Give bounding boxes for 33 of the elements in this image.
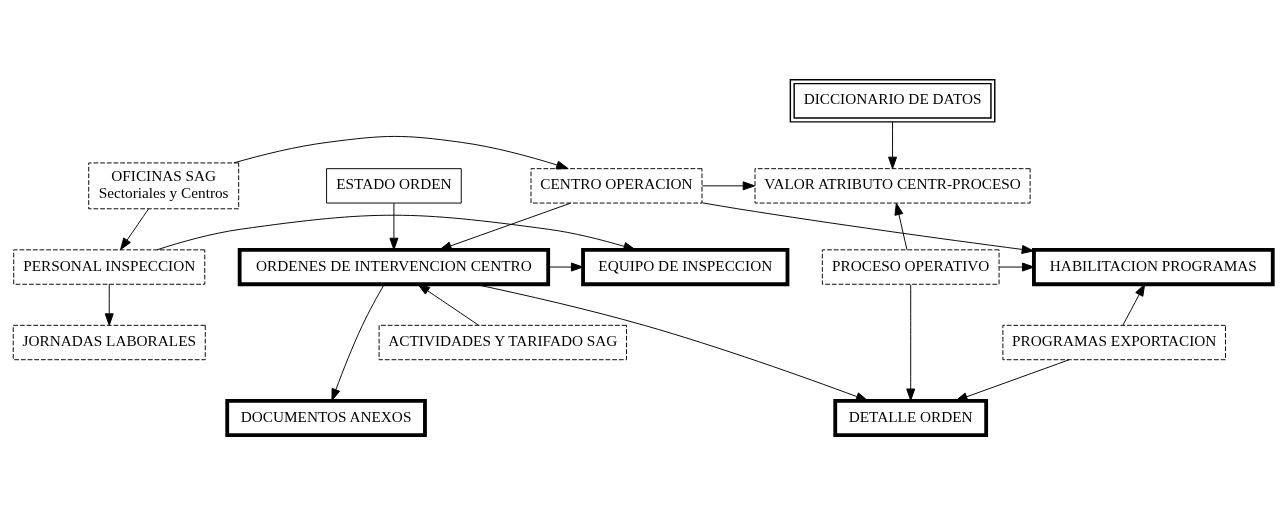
node-box: EQUIPO DE INSPECCION — [581, 247, 790, 286]
arrow — [894, 202, 908, 250]
arrow — [439, 202, 572, 250]
arrow — [156, 214, 636, 251]
arrow — [547, 262, 584, 272]
arrow — [955, 358, 1070, 401]
arrow — [104, 283, 114, 326]
node-box: DETALLE ORDEN — [833, 398, 989, 437]
arrow — [1122, 283, 1146, 326]
node-box: HABILITACION PROGRAMAS — [1032, 247, 1275, 286]
node-box: VALOR ATRIBUTO CENTR-PROCESO — [754, 167, 1031, 204]
node-box: JORNADAS LABORALES — [12, 324, 206, 360]
node-box: ESTADO ORDEN — [326, 167, 462, 204]
arrow — [331, 283, 385, 401]
node-box: PROGRAMAS EXPORTACION — [1002, 324, 1226, 360]
node-box: DICCIONARIO DE DATOS — [789, 78, 996, 123]
arrow — [120, 207, 149, 250]
arrow — [998, 262, 1035, 272]
node-box: OFICINAS SAG Sectoriales y Centros — [88, 161, 240, 209]
arrow — [417, 283, 480, 326]
arrow — [701, 201, 1035, 254]
node-box: ORDENES DE INTERVENCION CENTRO — [237, 247, 551, 286]
node-box: ACTIVIDADES Y TARIFADO SAG — [378, 324, 627, 360]
arrow — [701, 180, 756, 190]
arrow — [888, 120, 898, 169]
node-box: PERSONAL INSPECCION — [13, 248, 206, 285]
arrow — [233, 135, 569, 169]
node-box: DOCUMENTOS ANEXOS — [225, 398, 427, 437]
node-box: PROCESO OPERATIVO — [821, 248, 1000, 285]
arrow — [389, 202, 399, 250]
arrow — [906, 283, 916, 401]
node-box: CENTRO OPERACION — [530, 167, 703, 204]
arrow — [474, 283, 869, 401]
